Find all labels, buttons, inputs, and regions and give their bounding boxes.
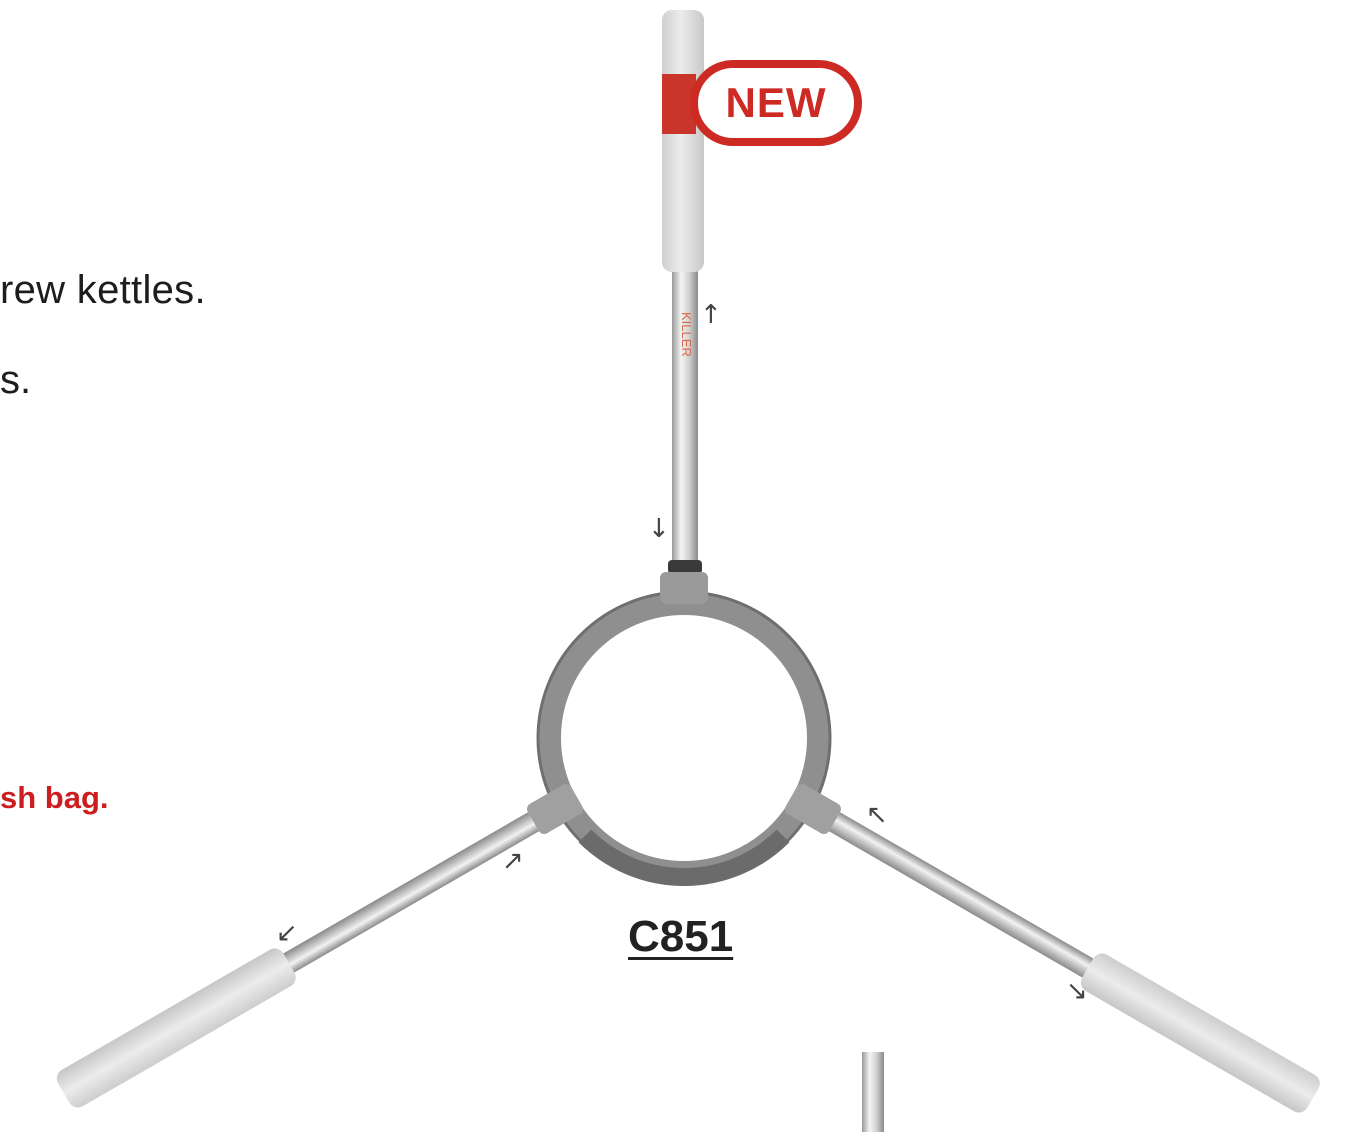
right-arm: [822, 808, 1320, 1113]
top-rod-ferrule: [668, 560, 702, 574]
description-line-2: s.: [0, 358, 32, 402]
center-ring: [527, 572, 841, 886]
arrow-up-left-icon: ↖: [866, 800, 888, 830]
bottom-stub-rod: [862, 1052, 884, 1132]
top-rod-brand-mark: KILLER: [679, 312, 694, 357]
arrow-down-left-icon: ↙: [276, 918, 298, 948]
top-handle: [662, 10, 704, 272]
left-arm: [56, 808, 546, 1108]
left-rod: [248, 808, 546, 993]
right-handle: [1080, 953, 1320, 1113]
right-rod: [822, 808, 1120, 993]
left-handle: [56, 948, 296, 1108]
arrow-down-icon: ↓: [648, 514, 670, 544]
description-line-1: rew kettles.: [0, 268, 206, 312]
new-badge: NEW: [690, 60, 862, 146]
ring-collar-top: [660, 572, 708, 604]
arrow-down-right-icon: ↘: [1066, 976, 1088, 1006]
ring-collar-left: [527, 783, 583, 835]
arrow-up-right-icon: ↗: [502, 846, 524, 876]
ring-collar-right: [785, 783, 841, 835]
top-arm: KILLER: [662, 10, 704, 574]
arrow-up-icon: ↑: [700, 300, 722, 330]
model-number: C851: [628, 912, 734, 961]
accessory-note: sh bag.: [0, 780, 109, 815]
top-rod: [672, 240, 698, 570]
